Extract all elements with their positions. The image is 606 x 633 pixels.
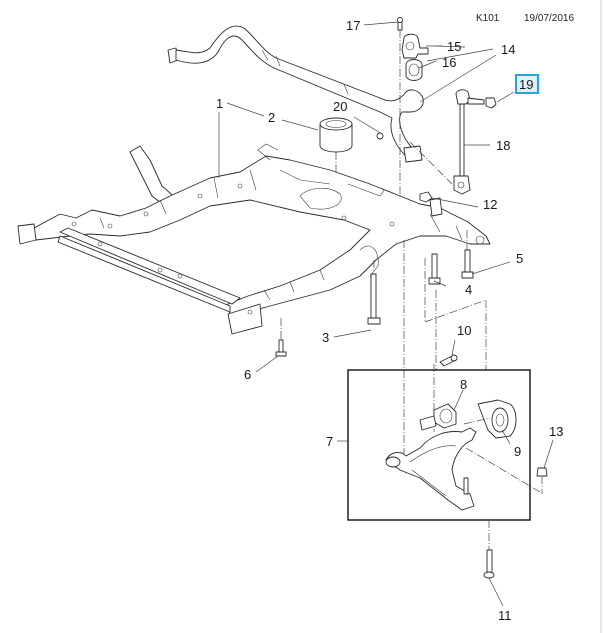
callout-9[interactable]: 9 (514, 444, 521, 459)
leader-lines (218, 21, 554, 607)
callout-19[interactable]: 19 (519, 77, 533, 92)
stabilizer-bushing[interactable] (405, 59, 423, 81)
callout-12[interactable]: 12 (483, 197, 497, 212)
callout-6[interactable]: 6 (244, 367, 251, 382)
callout-7[interactable]: 7 (326, 434, 333, 449)
callout-18[interactable]: 18 (496, 138, 510, 153)
bolt-10[interactable] (439, 354, 458, 367)
callout-3[interactable]: 3 (322, 330, 329, 345)
front-bushing[interactable] (419, 403, 457, 431)
bolt-20[interactable] (376, 132, 384, 140)
callout-20[interactable]: 20 (333, 99, 347, 114)
callout-4[interactable]: 4 (465, 282, 472, 297)
callout-11[interactable]: 11 (498, 608, 512, 623)
bushing-clamp[interactable] (401, 33, 429, 59)
bolt-11[interactable] (483, 549, 495, 579)
callout-5[interactable]: 5 (516, 251, 523, 266)
lower-control-arm[interactable] (385, 427, 477, 511)
bolt-6[interactable] (275, 339, 287, 357)
stabilizer-link[interactable] (453, 89, 485, 195)
callout-2[interactable]: 2 (268, 110, 275, 125)
bolt-3[interactable] (367, 273, 381, 325)
bolt-17[interactable] (397, 17, 403, 31)
callout-19-selected[interactable]: 19 (515, 74, 539, 94)
diagram-date: 19/07/2016 (524, 13, 574, 24)
subframe[interactable] (17, 143, 491, 335)
diagram-code: K101 (476, 13, 500, 24)
callout-15[interactable]: 15 (447, 39, 461, 54)
nut-13[interactable] (536, 467, 548, 477)
callout-10[interactable]: 10 (457, 323, 471, 338)
callout-17[interactable]: 17 (346, 18, 360, 33)
callout-14[interactable]: 14 (501, 42, 515, 57)
bolt-5[interactable] (461, 249, 474, 279)
nut-19[interactable] (485, 97, 497, 109)
callout-8[interactable]: 8 (460, 377, 467, 392)
callout-16[interactable]: 16 (442, 55, 456, 70)
rear-bushing[interactable] (477, 399, 517, 439)
callout-13[interactable]: 13 (549, 424, 563, 439)
control-arm-group-box (347, 369, 531, 521)
callout-1[interactable]: 1 (216, 96, 223, 111)
bolt-4[interactable] (428, 253, 441, 285)
stabilizer-bar[interactable] (167, 25, 424, 163)
frame-bushing[interactable] (319, 117, 353, 153)
nut-12[interactable] (419, 191, 433, 203)
selected-callout-box (515, 74, 539, 94)
